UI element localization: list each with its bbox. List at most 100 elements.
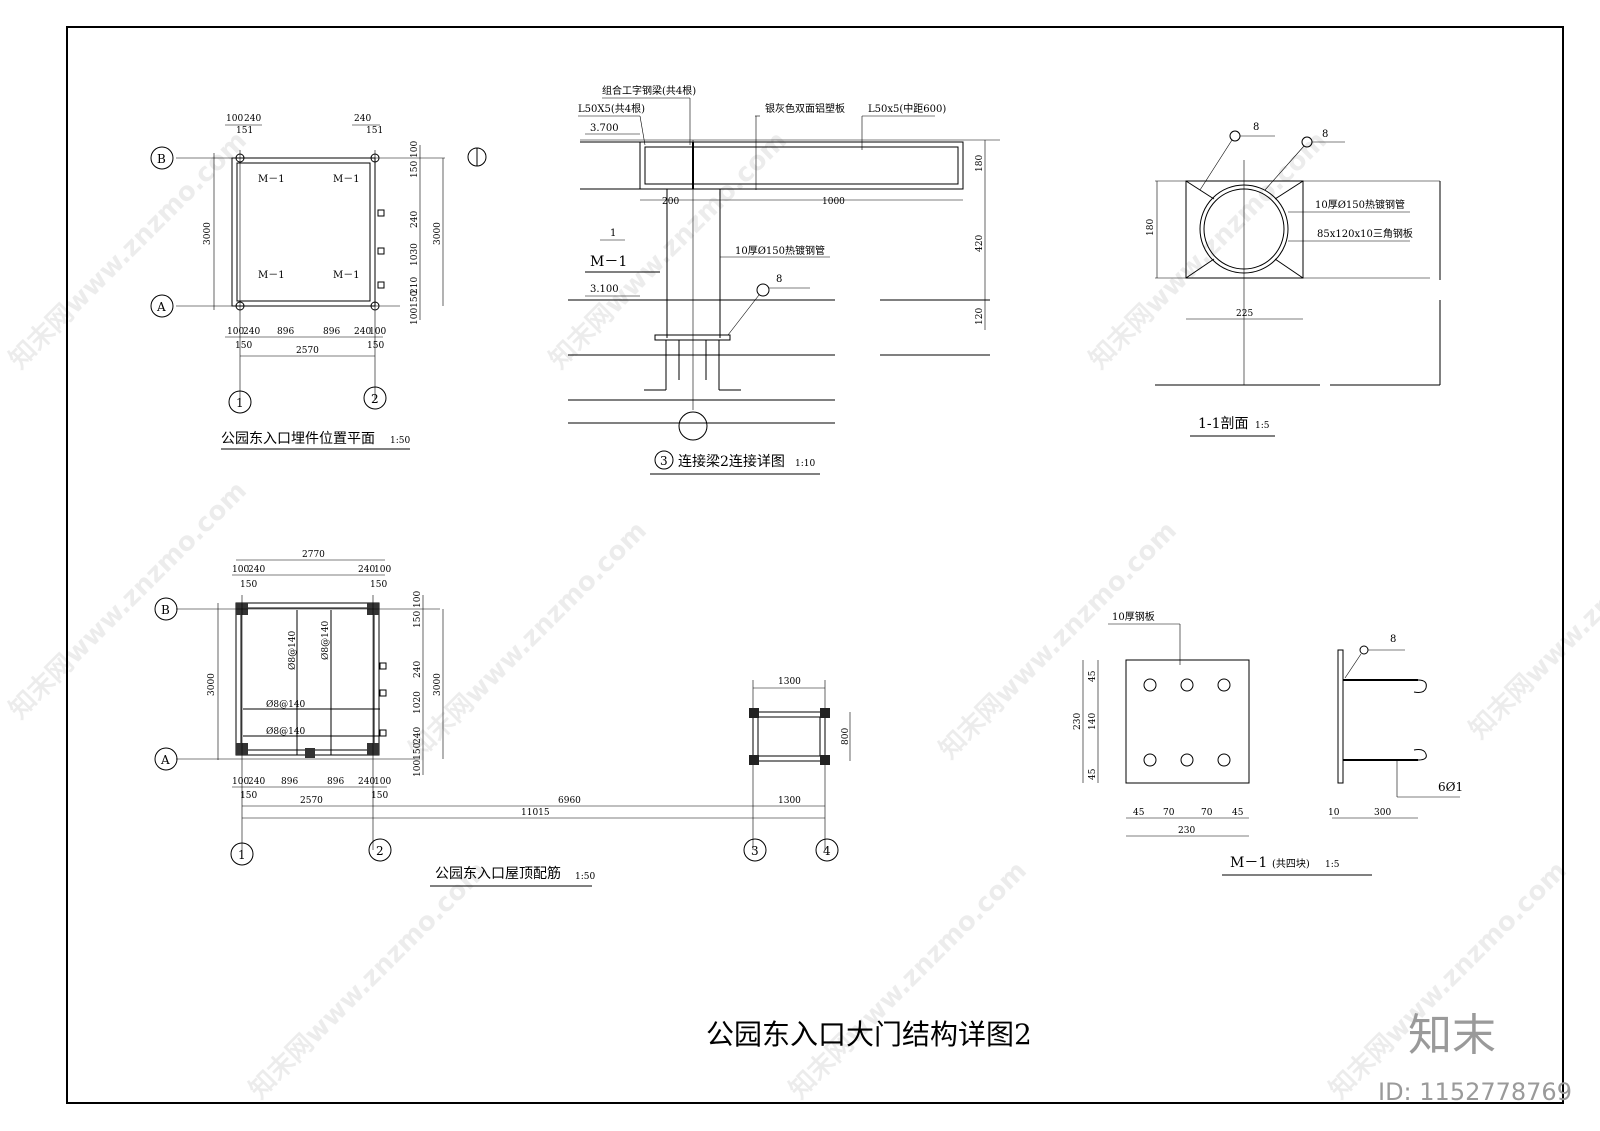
dimension: 45	[1133, 808, 1145, 818]
dimension: 800	[841, 728, 851, 745]
note: L50x5(中距600)	[868, 102, 946, 115]
embed-label: M－1	[333, 174, 360, 185]
axis-label: 2	[371, 392, 379, 406]
dimension: 150	[240, 580, 257, 590]
dimension: 2570	[300, 796, 323, 806]
dimension: 150	[367, 341, 384, 351]
watermark: 知末网www.znzmo.com	[1464, 496, 1600, 745]
caption-scale: 1:10	[795, 459, 815, 469]
dimension: 3000	[207, 673, 217, 696]
axis-label: 3	[751, 844, 759, 858]
caption: M－1	[1230, 855, 1267, 871]
dimension: 150	[370, 580, 387, 590]
caption: 连接梁2连接详图	[678, 453, 785, 470]
dimension: 120	[975, 308, 985, 325]
dimension: 3000	[203, 222, 213, 245]
watermark: 知末网www.znzmo.com	[1324, 856, 1573, 1105]
dimension: 2570	[296, 346, 319, 356]
weld-symbol: 8	[1253, 122, 1259, 133]
dimension: 896	[327, 777, 344, 787]
dimension: 100	[369, 327, 386, 337]
dimension: 45	[1232, 808, 1244, 818]
roof-reinforcement-plan: Ø8@140 Ø8@140 Ø8@140 Ø8@140 1300 800 B A…	[154, 550, 851, 887]
dimension: 151	[366, 126, 383, 136]
bar-label: 6Ø1	[1438, 780, 1463, 794]
dimension: 100150	[410, 290, 420, 325]
sheet-title: 公园东入口大门结构详图2	[706, 1018, 1032, 1051]
dimension: 70	[1163, 808, 1175, 818]
dimension: 240	[358, 565, 375, 575]
dimension: 240	[244, 114, 261, 124]
rebar-label: Ø8@140	[266, 726, 306, 737]
dimension: 210	[410, 277, 420, 294]
dimension: 240	[413, 727, 423, 744]
axis-label: A	[160, 753, 170, 767]
dimension: 240	[248, 777, 265, 787]
note: 10厚Ø150热镀钢管	[735, 244, 825, 257]
caption-scale: 1:50	[575, 872, 595, 882]
embed-label: M－1	[258, 270, 285, 281]
dimension: 240	[413, 661, 423, 678]
dimension: 240	[354, 327, 371, 337]
connection-beam-detail: 组合工字钢梁(共4根) L50X5(共4根) 银灰色双面铝塑板 L50x5(中距…	[568, 84, 1000, 475]
rebar-label: Ø8@140	[266, 699, 306, 710]
axis-label: 4	[823, 844, 831, 858]
caption-scale: 1:5	[1325, 860, 1340, 870]
dimension: 10	[1328, 808, 1340, 818]
dimension: 11015	[521, 808, 550, 818]
dimension: 896	[281, 777, 298, 787]
dimension: 200	[662, 197, 679, 207]
dimension: 300	[1374, 808, 1391, 818]
dimension: 45	[1088, 670, 1098, 682]
caption-scale: 1:50	[390, 436, 410, 446]
caption-scale: 1:5	[1255, 421, 1270, 431]
section-1-1: 180 225 8 8 10厚Ø150热镀钢管 85x120x10三角钢板 1-…	[1146, 122, 1441, 437]
watermark: 知末网www.znzmo.com	[404, 516, 653, 765]
dimension: 230	[1178, 826, 1195, 836]
weld-symbol: 8	[776, 274, 782, 285]
dimension: 1300	[778, 796, 801, 806]
dimension: 240	[243, 327, 260, 337]
dimension: 3000	[433, 222, 443, 245]
dimension: 70	[1201, 808, 1213, 818]
dimension: 1020	[413, 691, 423, 714]
note: 银灰色双面铝塑板	[765, 102, 845, 115]
rebar-label: Ø8@140	[320, 620, 331, 660]
embed-label: M－1	[590, 254, 627, 270]
dimension: 6960	[558, 796, 581, 806]
dimension: 45	[1088, 768, 1098, 780]
dimension: 100	[374, 777, 391, 787]
dimension: 180	[975, 155, 985, 172]
note: 85x120x10三角钢板	[1317, 227, 1413, 240]
dimension: 240	[248, 565, 265, 575]
elevation: 3.100	[590, 284, 619, 295]
axis-label: A	[156, 300, 166, 314]
axis-label: 1	[238, 848, 246, 862]
note: L50X5(共4根)	[578, 102, 645, 115]
caption: 公园东入口屋顶配筋	[435, 865, 561, 882]
section-mark: 1	[610, 228, 616, 239]
dimension: 180	[1146, 219, 1156, 236]
dimension: 150	[240, 791, 257, 801]
axis-label: B	[157, 152, 166, 166]
image-id: ID: 1152778769	[1378, 1078, 1572, 1106]
dimension: 100	[227, 327, 244, 337]
elevation: 3.700	[590, 123, 619, 134]
watermark: 知末网www.znzmo.com	[934, 516, 1183, 765]
bolt-holes	[1143, 678, 1231, 767]
dimension: 230	[1073, 713, 1083, 730]
dimension: 896	[277, 327, 294, 337]
dimension: 896	[323, 327, 340, 337]
axis-label: B	[161, 603, 170, 617]
dimension: 100	[232, 565, 249, 575]
watermark-layer: 知末网www.znzmo.com 知末网www.znzmo.com 知末网www…	[4, 126, 1600, 1105]
watermark: 知末网www.znzmo.com	[4, 126, 253, 375]
brand-logo: 知末	[1408, 1010, 1496, 1061]
dimension: 150 100	[410, 141, 420, 178]
watermark: 知末网www.znzmo.com	[1084, 126, 1333, 375]
dimension: 240	[410, 211, 420, 228]
detail-number: 3	[660, 454, 668, 468]
watermark: 知末网www.znzmo.com	[244, 856, 493, 1105]
embed-label: M－1	[258, 174, 285, 185]
dimension: 150 100	[413, 591, 423, 628]
